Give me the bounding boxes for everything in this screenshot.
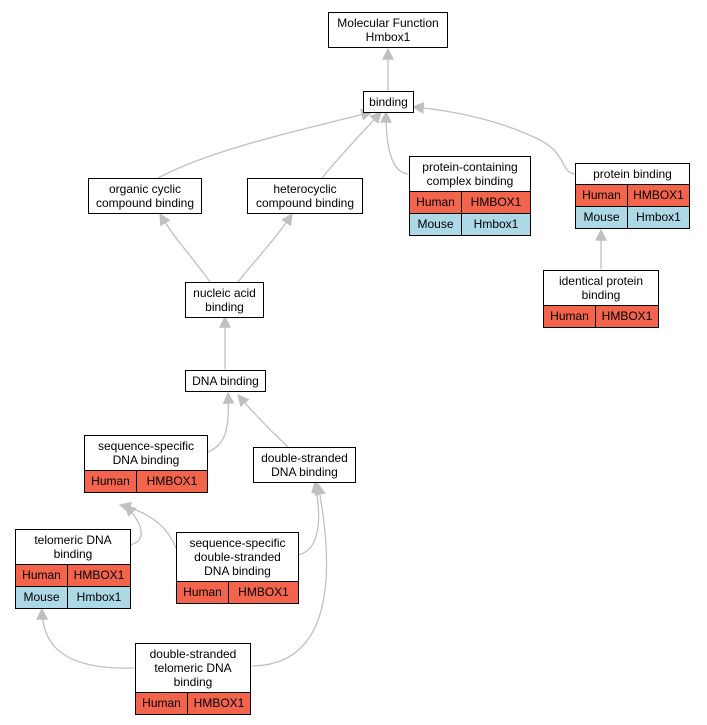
species-label: Human xyxy=(576,185,628,206)
gene-label: HMBOX1 xyxy=(601,309,653,323)
edge-nab-to-hcc xyxy=(237,212,293,283)
annotation-row-human: Human HMBOX1 xyxy=(177,581,298,603)
gene-label: HMBOX1 xyxy=(193,696,245,710)
node-title: DNA binding xyxy=(192,374,259,388)
gene-label: HMBOX1 xyxy=(238,585,289,599)
annotation-row-mouse: Mouse Hmbox1 xyxy=(576,206,689,228)
edge-hcc-to-binding xyxy=(321,111,382,179)
gene-label: HMBOX1 xyxy=(146,474,198,488)
gene-label: HMBOX1 xyxy=(470,195,522,209)
annotation-row-human: Human HMBOX1 xyxy=(136,692,250,714)
annotation-row-human: Human HMBOX1 xyxy=(576,184,689,206)
edge-ssds-to-dsd xyxy=(297,480,323,556)
edge-dstel-to-tel xyxy=(36,607,135,669)
gene-label: HMBOX1 xyxy=(73,568,125,582)
edge-ssds-to-ssd xyxy=(118,501,177,549)
species-label: Mouse xyxy=(410,214,462,235)
species-label: Mouse xyxy=(576,207,628,228)
edge-ssd-to-dna xyxy=(207,391,235,453)
edge-pcc-to-binding xyxy=(380,110,409,175)
species-label: Human xyxy=(544,306,596,327)
edge-occ-to-binding xyxy=(157,108,374,179)
species-label: Human xyxy=(136,693,188,714)
species-label: Human xyxy=(177,582,229,603)
annotation-row-human: Human HMBOX1 xyxy=(410,191,530,213)
annotation-row-human: Human HMBOX1 xyxy=(85,470,207,492)
gene-label: Hmbox1 xyxy=(473,217,519,231)
species-label: Human xyxy=(85,471,137,492)
annotation-row-mouse: Mouse Hmbox1 xyxy=(410,213,530,235)
node-title: binding xyxy=(369,95,408,109)
species-label: Mouse xyxy=(16,587,68,608)
node-title: protein binding xyxy=(593,167,672,181)
edge-pb-to-binding xyxy=(411,101,576,175)
annotation-row-human: Human HMBOX1 xyxy=(16,564,130,586)
gene-label: HMBOX1 xyxy=(633,188,684,202)
annotation-row-human: Human HMBOX1 xyxy=(544,305,658,327)
annotation-row-mouse: Mouse Hmbox1 xyxy=(16,586,130,608)
node-binding[interactable]: binding xyxy=(363,91,414,113)
species-label: Human xyxy=(410,192,462,213)
node-dna-binding[interactable]: DNA binding xyxy=(185,370,266,392)
edge-dsd-to-dna xyxy=(237,394,289,448)
gene-label: Hmbox1 xyxy=(76,590,122,604)
species-label: Human xyxy=(16,565,68,586)
edge-nab-to-occ xyxy=(159,212,211,283)
edge-dstel-to-dsd xyxy=(251,482,328,667)
gene-label: Hmbox1 xyxy=(636,210,681,224)
